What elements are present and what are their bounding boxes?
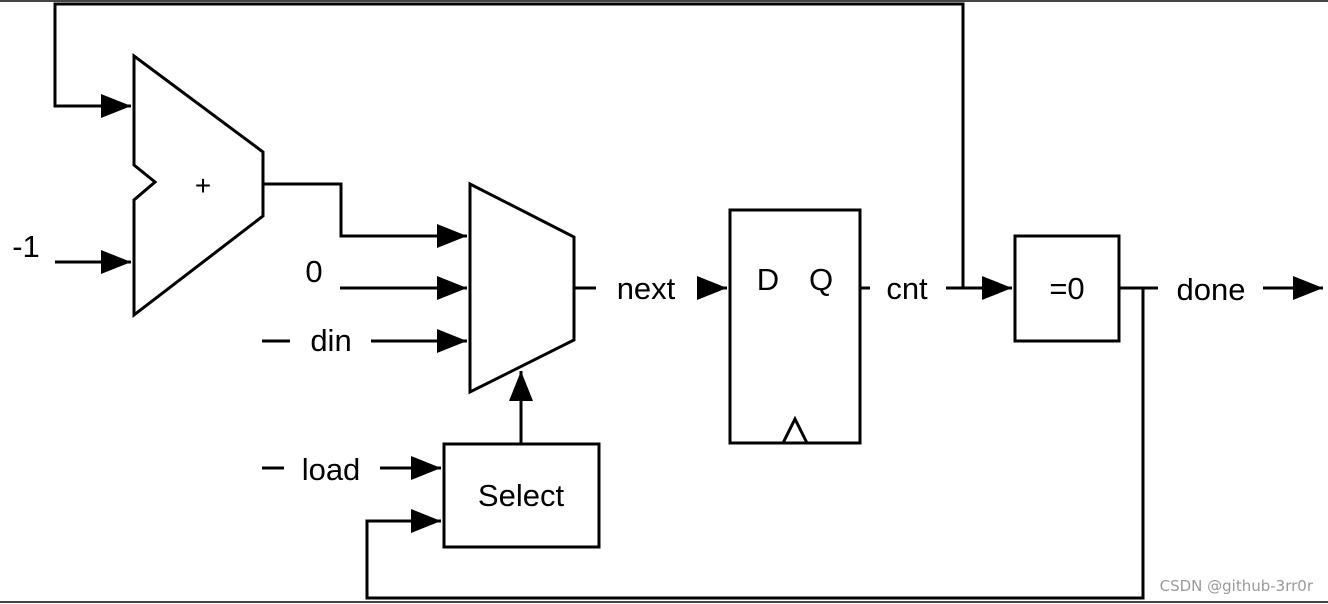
adder-to-mux-wire <box>263 182 467 248</box>
load-label: load <box>302 452 361 487</box>
adder-op-label: + <box>195 170 211 201</box>
clock-triangle-icon <box>781 415 809 444</box>
din-label: din <box>310 323 351 358</box>
adder-block <box>132 53 265 319</box>
done-label: done <box>1177 272 1246 307</box>
minus-one-label: -1 <box>12 229 40 264</box>
register-q-label: Q <box>809 262 833 297</box>
select-block <box>442 442 601 549</box>
select-label: Select <box>478 478 565 513</box>
zero-compare-label: =0 <box>1049 271 1084 306</box>
watermark-text: CSDN @github-3rr0r <box>1160 577 1314 595</box>
register-block <box>728 208 862 445</box>
cnt-label: cnt <box>886 271 928 306</box>
next-label: next <box>617 271 676 306</box>
register-d-label: D <box>757 262 779 297</box>
mux-block <box>468 181 576 395</box>
zero-label: 0 <box>305 254 322 289</box>
feedback-cnt-wire <box>53 2 965 288</box>
done-feedback-wire <box>365 288 1145 600</box>
